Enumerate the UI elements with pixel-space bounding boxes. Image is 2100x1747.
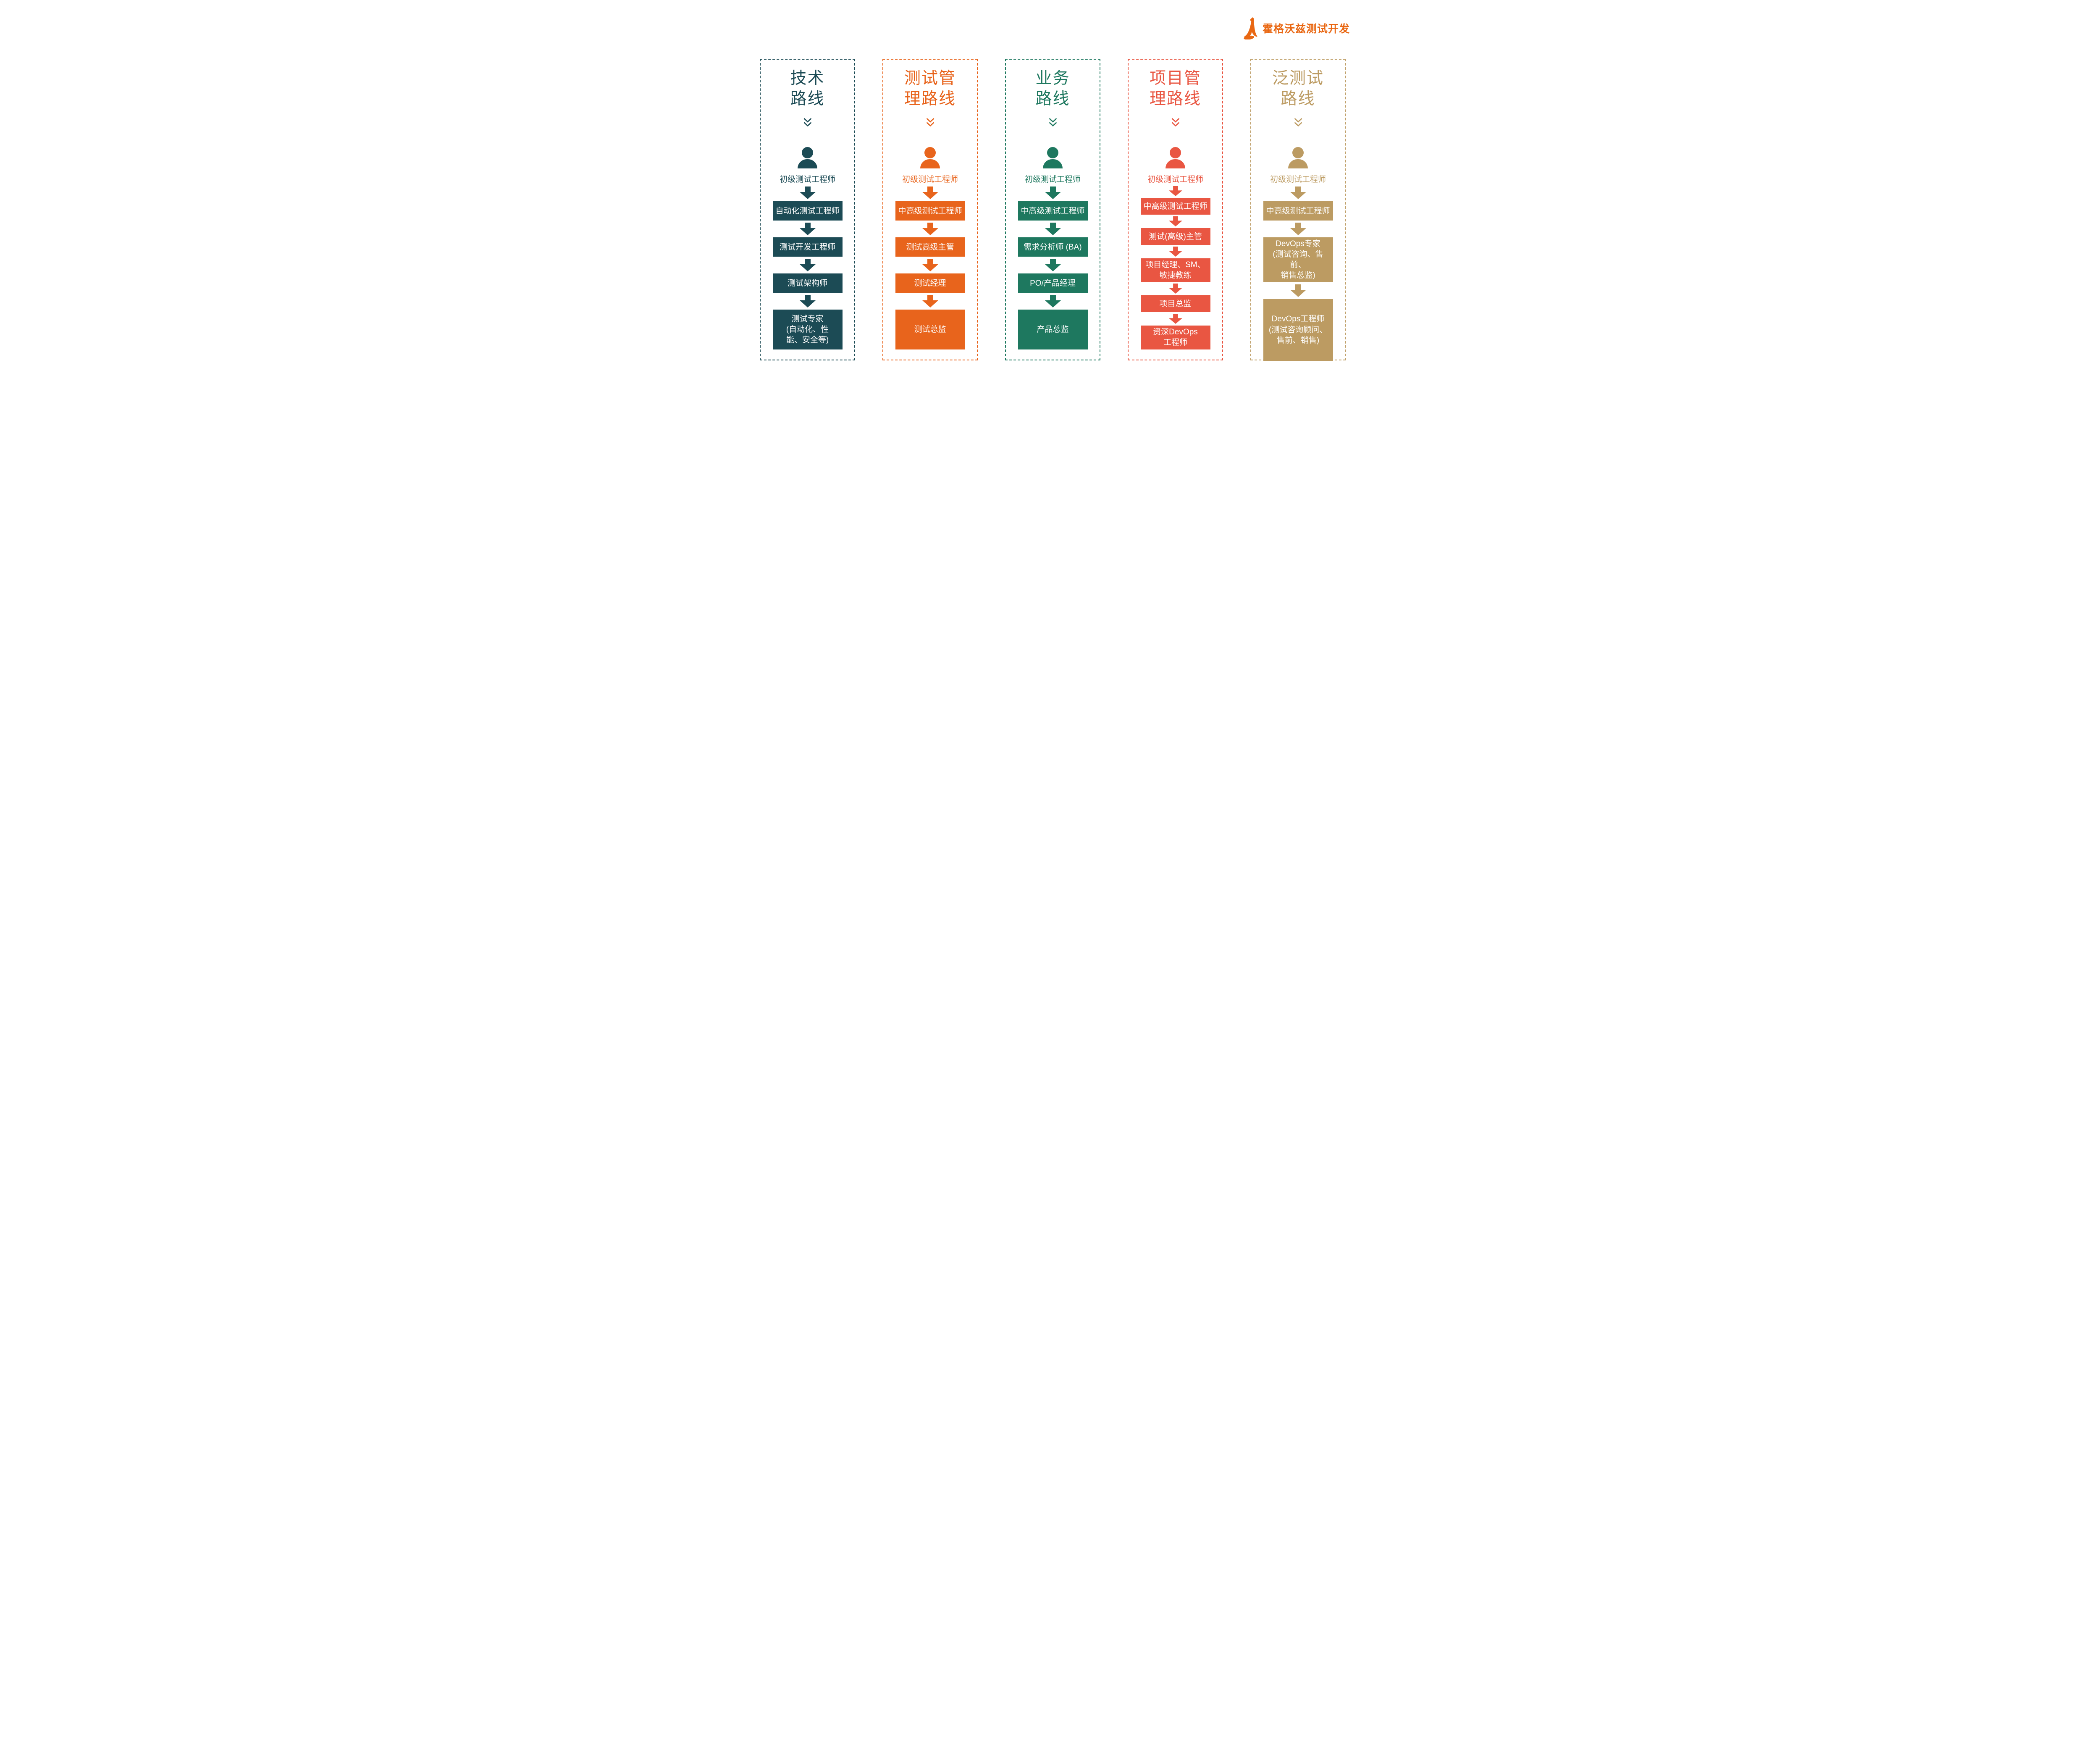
down-arrow-icon xyxy=(799,295,816,308)
down-arrow-icon xyxy=(1290,284,1306,297)
role-box: 中高级测试工程师 xyxy=(1263,201,1333,221)
route-title: 业务 路线 xyxy=(1035,69,1070,108)
double-chevron-down-icon xyxy=(924,117,937,129)
role-box: PO/产品经理 xyxy=(1018,273,1088,293)
person-head xyxy=(802,147,813,159)
down-arrow-icon xyxy=(1290,187,1306,200)
career-steps: 中高级测试工程师测试(高级)主管项目经理、SM、 敏捷教练项目总监资深DevOp… xyxy=(1129,184,1222,349)
down-arrow-icon xyxy=(922,259,938,272)
down-arrow-icon xyxy=(799,259,816,272)
route-column-tech: 技术 路线 初级测试工程师 自动化测试工程师测试开发工程师测试架构师测试专家 (… xyxy=(760,59,855,360)
role-box: 中高级测试工程师 xyxy=(1140,198,1210,215)
route-column-pan-testing: 泛测试 路线 初级测试工程师 中高级测试工程师 DevOps专家 (测试咨询、售前… xyxy=(1250,59,1346,361)
down-arrow-icon xyxy=(1290,223,1306,236)
route-title: 项目管 理路线 xyxy=(1149,69,1201,108)
role-box: 测试(高级)主管 xyxy=(1140,228,1210,245)
down-arrow-icon xyxy=(1168,314,1182,324)
down-arrow-icon xyxy=(1168,247,1182,257)
columns-row: 技术 路线 初级测试工程师 自动化测试工程师测试开发工程师测试架构师测试专家 (… xyxy=(724,59,1376,361)
role-box: 产品总监 xyxy=(1018,310,1088,350)
down-arrow-icon xyxy=(1045,295,1061,308)
career-steps: 中高级测试工程师 DevOps专家 (测试咨询、售前、 销售总监) DevOps工程… xyxy=(1251,184,1345,361)
down-arrow-icon xyxy=(799,223,816,236)
person-icon xyxy=(1166,147,1185,169)
down-arrow-icon xyxy=(1045,187,1061,200)
person-icon xyxy=(798,147,817,169)
route-title: 泛测试 路线 xyxy=(1272,69,1324,108)
entry-role-label: 初级测试工程师 xyxy=(1270,175,1326,184)
down-arrow-icon xyxy=(1168,284,1182,294)
role-box: 资深DevOps 工程师 xyxy=(1140,326,1210,349)
person-head xyxy=(924,147,936,159)
route-title: 技术 路线 xyxy=(790,69,825,108)
brand-logo: 霍格沃兹测试开发 xyxy=(1243,17,1350,39)
down-arrow-icon xyxy=(1045,259,1061,272)
role-box: 测试总监 xyxy=(895,310,965,350)
person-head xyxy=(1170,147,1181,159)
double-chevron-down-icon xyxy=(1047,117,1059,129)
role-box: 测试专家 (自动化、性 能、安全等) xyxy=(772,310,843,350)
entry-role-label: 初级测试工程师 xyxy=(902,175,958,184)
double-chevron-down-icon xyxy=(1169,117,1182,129)
down-arrow-icon xyxy=(799,187,816,200)
role-box: DevOps工程师 (测试咨询顾问、 售前、销售) xyxy=(1263,299,1333,361)
brand-logo-text: 霍格沃兹测试开发 xyxy=(1262,23,1350,35)
double-chevron-down-icon xyxy=(1292,117,1305,129)
role-box: 项目总监 xyxy=(1140,295,1210,313)
role-box: 中高级测试工程师 xyxy=(895,201,965,221)
person-shoulders xyxy=(798,159,817,169)
role-box: 需求分析师 (BA) xyxy=(1018,237,1088,257)
person-shoulders xyxy=(1043,159,1063,169)
role-box: 项目经理、SM、 敏捷教练 xyxy=(1140,258,1210,282)
down-arrow-icon xyxy=(1168,216,1182,227)
person-icon xyxy=(1043,147,1063,169)
role-box: 自动化测试工程师 xyxy=(772,201,843,221)
down-arrow-icon xyxy=(922,295,938,308)
person-icon xyxy=(1288,147,1308,169)
person-shoulders xyxy=(920,159,940,169)
role-box: 测试经理 xyxy=(895,273,965,293)
entry-role-label: 初级测试工程师 xyxy=(779,175,835,184)
entry-role-label: 初级测试工程师 xyxy=(1024,175,1081,184)
career-steps: 中高级测试工程师测试高级主管测试经理测试总监 xyxy=(883,184,977,350)
career-steps: 自动化测试工程师测试开发工程师测试架构师测试专家 (自动化、性 能、安全等) xyxy=(761,184,854,350)
route-column-business: 业务 路线 初级测试工程师 中高级测试工程师需求分析师 (BA) PO/产品经理产… xyxy=(1005,59,1100,360)
career-steps: 中高级测试工程师需求分析师 (BA) PO/产品经理产品总监 xyxy=(1006,184,1100,350)
person-head xyxy=(1292,147,1304,159)
role-box: 测试开发工程师 xyxy=(772,237,843,257)
down-arrow-icon xyxy=(1045,223,1061,236)
double-chevron-down-icon xyxy=(801,117,814,129)
wizard-hat-icon xyxy=(1243,17,1260,39)
person-head xyxy=(1047,147,1058,159)
down-arrow-icon xyxy=(922,223,938,236)
route-column-project-management: 项目管 理路线 初级测试工程师 中高级测试工程师测试(高级)主管项目经理、SM、… xyxy=(1128,59,1223,360)
role-box: 中高级测试工程师 xyxy=(1018,201,1088,221)
role-box: 测试高级主管 xyxy=(895,237,965,257)
down-arrow-icon xyxy=(922,187,938,200)
route-title: 测试管 理路线 xyxy=(904,69,956,108)
role-box: 测试架构师 xyxy=(772,273,843,293)
person-shoulders xyxy=(1288,159,1308,169)
role-box: DevOps专家 (测试咨询、售前、 销售总监) xyxy=(1263,237,1333,282)
person-icon xyxy=(920,147,940,169)
entry-role-label: 初级测试工程师 xyxy=(1147,175,1203,184)
route-column-test-management: 测试管 理路线 初级测试工程师 中高级测试工程师测试高级主管测试经理测试总监 xyxy=(882,59,978,360)
person-shoulders xyxy=(1166,159,1185,169)
down-arrow-icon xyxy=(1168,186,1182,197)
